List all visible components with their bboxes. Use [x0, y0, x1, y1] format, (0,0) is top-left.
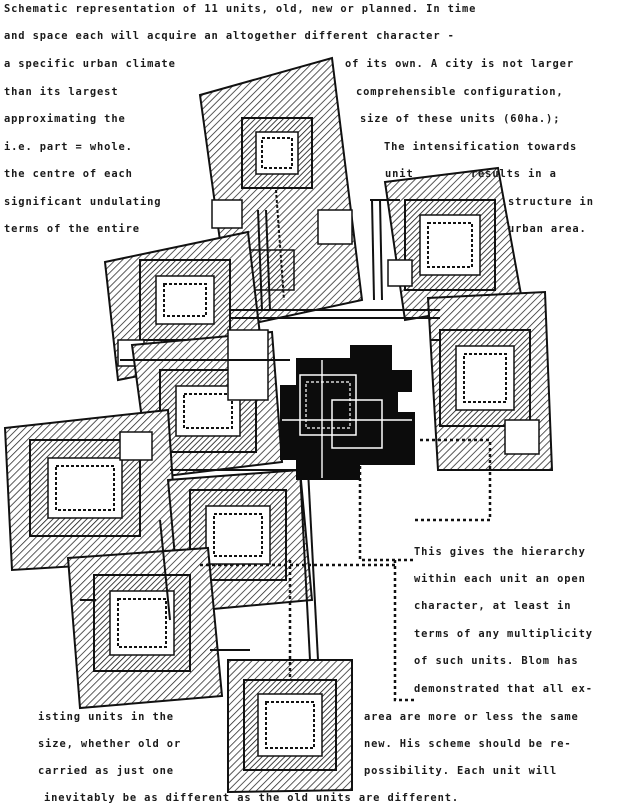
- left-text-line-3: approximating the: [4, 112, 126, 126]
- unit-lower-left: [68, 548, 222, 708]
- top-text-line-1: Schematic representation of 11 units, ol…: [4, 2, 476, 16]
- bottom-left-line-3: carried as just one: [38, 764, 174, 778]
- bottom-right-line-3: possibility. Each unit will: [364, 764, 557, 778]
- middle-right-line-3: character, at least in: [414, 599, 571, 613]
- right-text-line-7: urban area.: [508, 222, 587, 236]
- middle-right-line-2: within each unit an open: [414, 572, 586, 586]
- right-text-line-6: structure in: [508, 195, 594, 209]
- left-text-line-6: significant undulating: [4, 195, 161, 209]
- unit-left: [5, 410, 178, 570]
- middle-right-line-4: terms of any multiplicity: [414, 627, 593, 641]
- middle-right-line-1: This gives the hierarchy: [414, 545, 586, 559]
- left-text-line-1: a specific urban climate: [4, 57, 176, 71]
- right-text-line-4: The intensification towards: [384, 140, 577, 154]
- middle-right-line-6: demonstrated that all ex-: [414, 682, 593, 696]
- left-text-line-2: than its largest: [4, 85, 119, 99]
- right-text-line-3: size of these units (60ha.);: [360, 112, 560, 126]
- left-text-line-4: i.e. part = whole.: [4, 140, 133, 154]
- city-centre: [280, 345, 415, 480]
- bottom-right-line-1: area are more or less the same: [364, 710, 579, 724]
- left-text-line-5: the centre of each: [4, 167, 133, 181]
- bottom-left-line-2: size, whether old or: [38, 737, 181, 751]
- right-text-line-5: unit results in a: [385, 167, 557, 181]
- middle-right-line-5: of such units. Blom has: [414, 654, 579, 668]
- right-text-line-1: of its own. A city is not larger: [345, 57, 574, 71]
- bottom-left-line-1: isting units in the: [38, 710, 174, 724]
- bottom-full-line: inevitably be as different as the old un…: [44, 791, 459, 805]
- bottom-right-line-2: new. His scheme should be re-: [364, 737, 572, 751]
- unit-bottom: [228, 660, 352, 792]
- left-text-line-7: terms of the entire: [4, 222, 140, 236]
- right-text-line-2: comprehensible configuration,: [356, 85, 564, 99]
- top-text-line-2: and space each will acquire an altogethe…: [4, 29, 455, 43]
